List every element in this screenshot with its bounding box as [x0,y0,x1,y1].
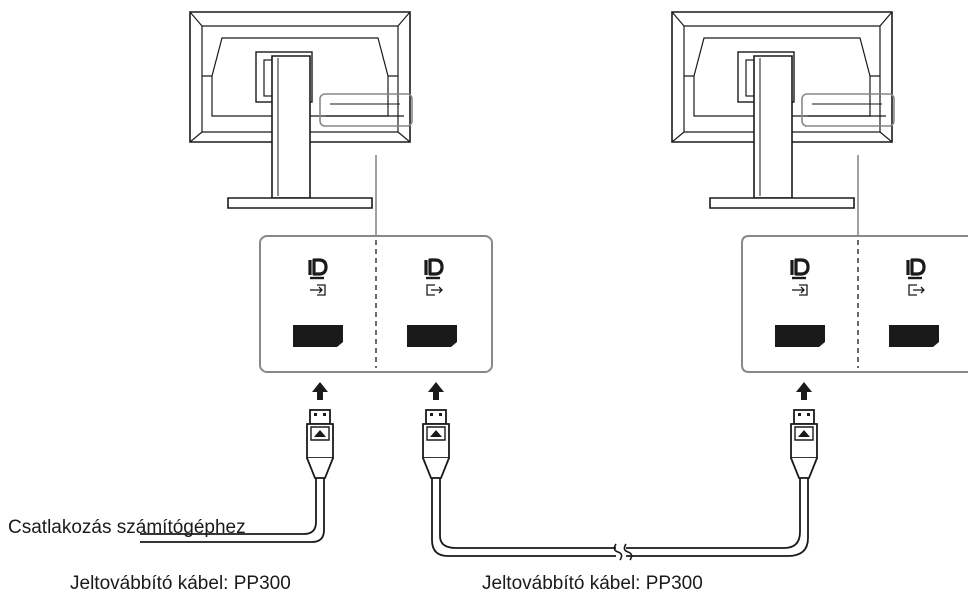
displayport-output-port [407,325,457,347]
monitor-1-back [189,11,413,209]
cable-1-label: Jeltovábbító kábel: PP300 [70,573,291,594]
port-panel-2 [741,235,968,373]
pc-connection-label: Csatlakozás számítógéphez [8,517,246,538]
cable-break-icon [613,543,633,561]
displayport-input-port [775,325,825,347]
displayport-output-port [889,325,939,347]
displayport-input-port [293,325,343,347]
displayport-plug-icon [790,381,818,479]
cable-2 [431,478,809,557]
cable-2-label: Jeltovábbító kábel: PP300 [482,573,703,594]
displayport-plug-icon [422,381,450,479]
displayport-plug-icon [306,381,334,479]
cable-1 [140,478,325,543]
port-panel-1 [259,235,493,373]
monitor-2-back [671,11,895,209]
